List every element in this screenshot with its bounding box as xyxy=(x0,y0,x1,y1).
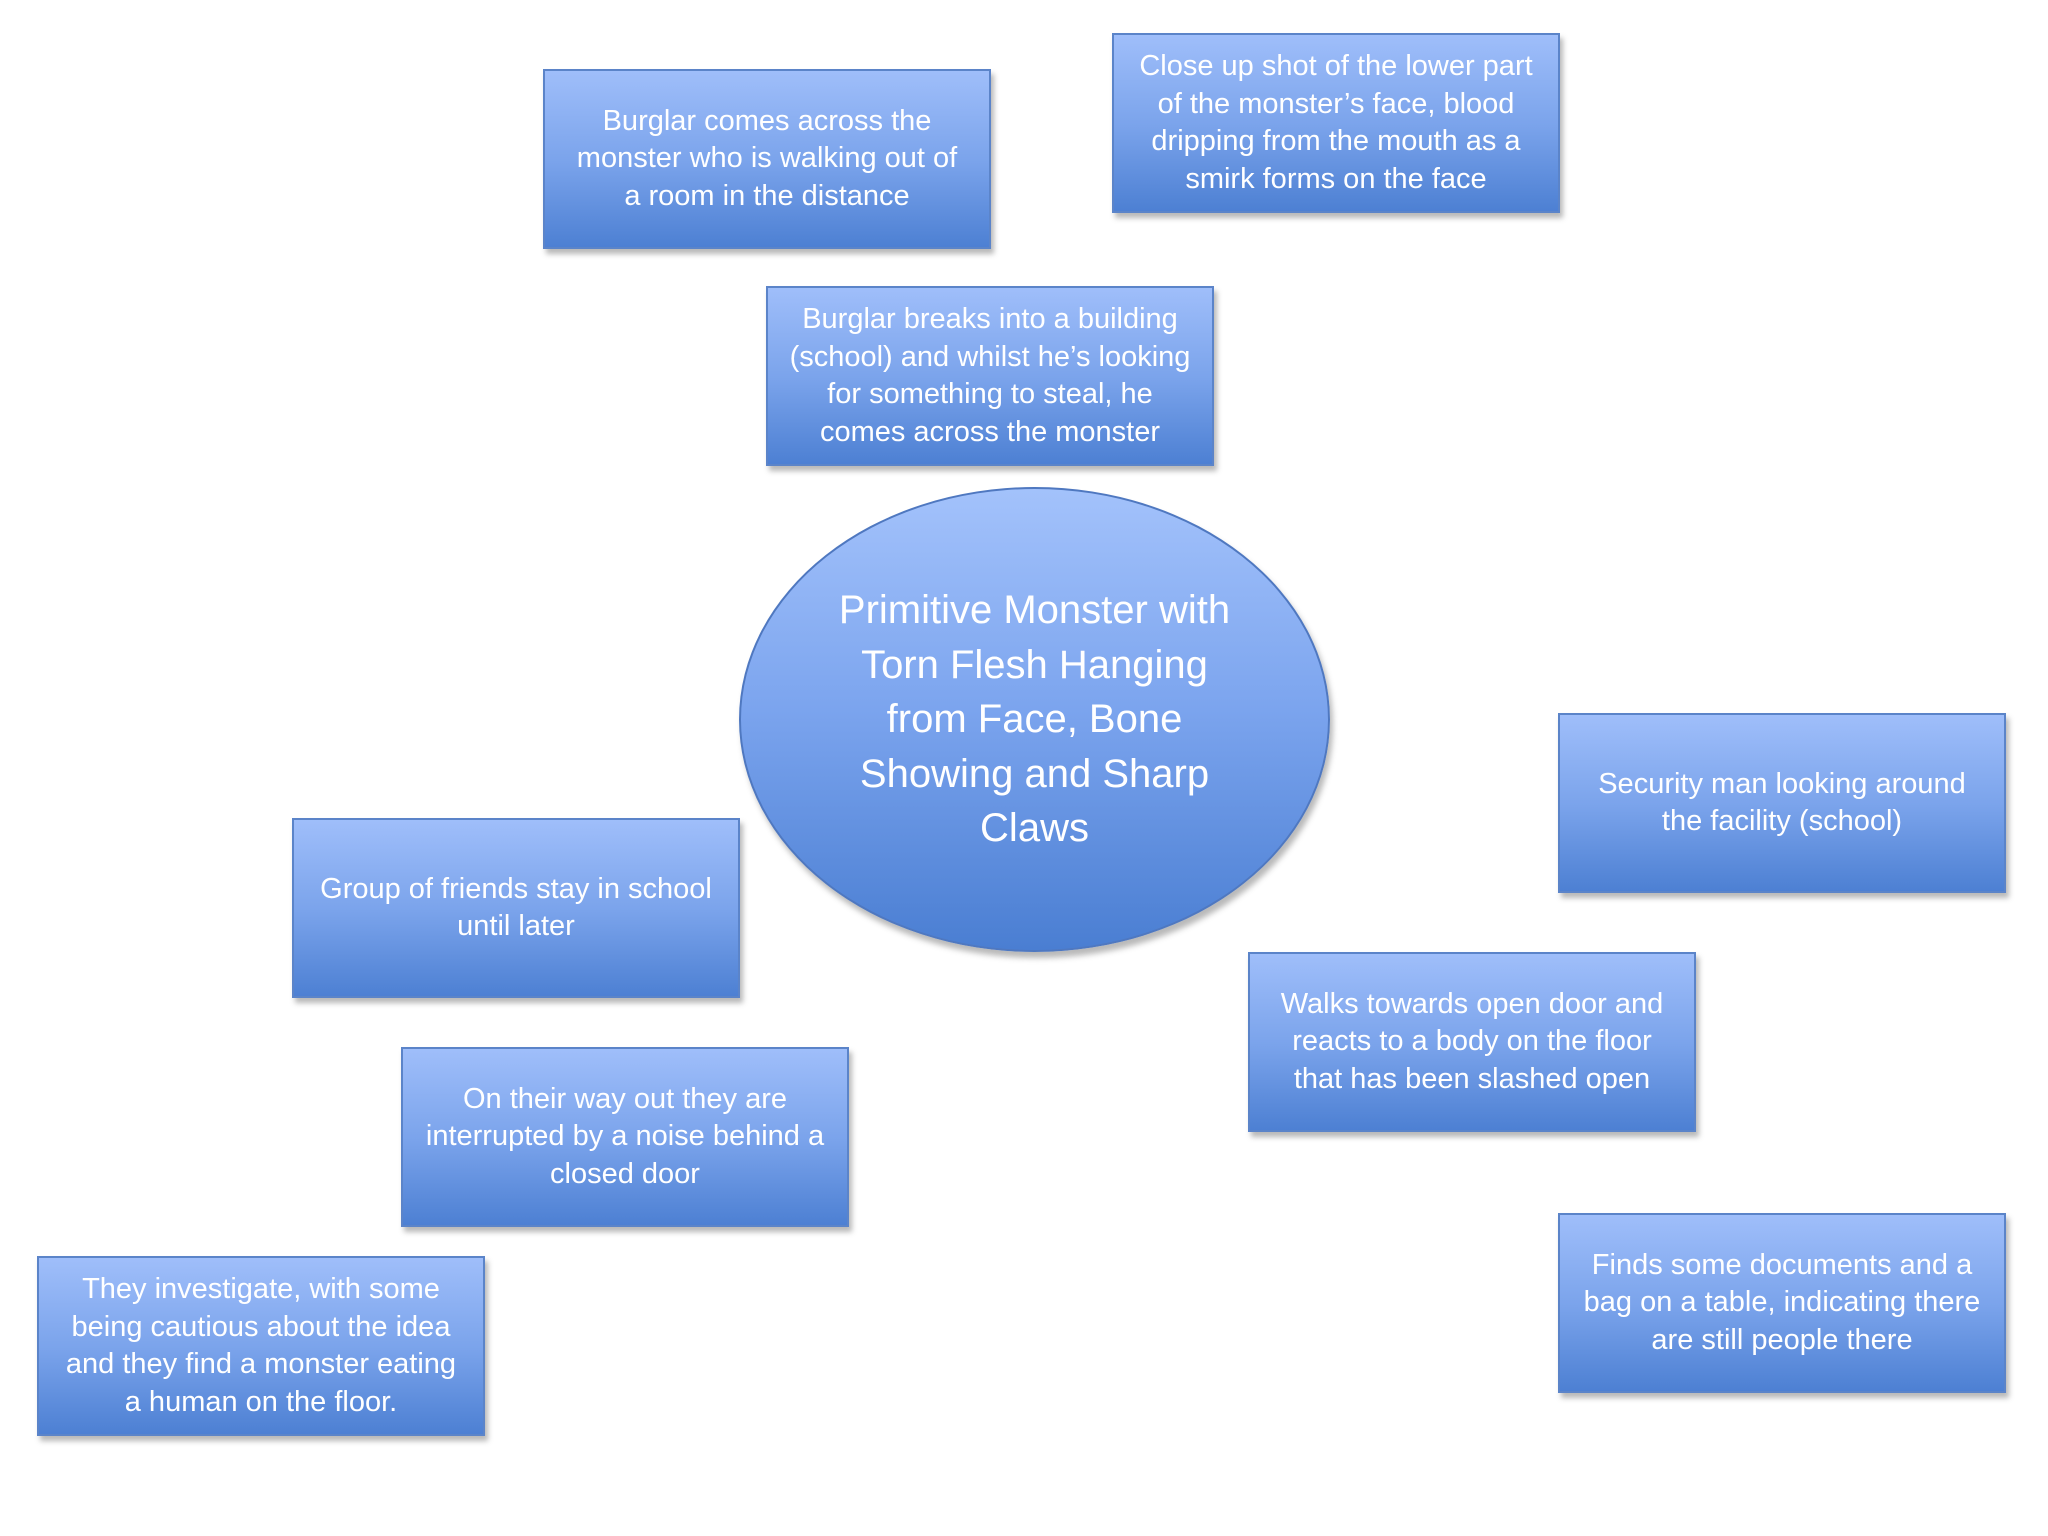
node-noise-behind-door: On their way out they are interrupted by… xyxy=(401,1047,849,1227)
node-burglar-breaks-in-text: Burglar breaks into a building (school) … xyxy=(789,303,1191,448)
node-burglar-breaks-in: Burglar breaks into a building (school) … xyxy=(766,286,1214,466)
node-close-up-shot-text: Close up shot of the lower part of the m… xyxy=(1139,50,1533,195)
node-investigate-monster: They investigate, with some being cautio… xyxy=(37,1256,485,1436)
node-investigate-monster-text: They investigate, with some being cautio… xyxy=(65,1273,457,1418)
node-documents-bag-text: Finds some documents and a bag on a tabl… xyxy=(1583,1248,1981,1356)
node-noise-behind-door-text: On their way out they are interrupted by… xyxy=(425,1082,825,1190)
node-security-man: Security man looking around the facility… xyxy=(1558,713,2006,893)
node-documents-bag: Finds some documents and a bag on a tabl… xyxy=(1558,1213,2006,1393)
node-security-man-text: Security man looking around the facility… xyxy=(1598,767,1966,838)
central-topic-oval: Primitive Monster with Torn Flesh Hangin… xyxy=(739,487,1330,952)
node-open-door: Walks towards open door and reacts to a … xyxy=(1248,952,1696,1132)
node-friends-stay: Group of friends stay in school until la… xyxy=(292,818,740,998)
node-friends-stay-text: Group of friends stay in school until la… xyxy=(320,872,712,943)
node-burglar-sees-monster: Burglar comes across the monster who is … xyxy=(543,69,991,249)
central-topic-label: Primitive Monster with Torn Flesh Hangin… xyxy=(838,588,1231,851)
node-close-up-shot: Close up shot of the lower part of the m… xyxy=(1112,33,1560,213)
node-burglar-sees-monster-text: Burglar comes across the monster who is … xyxy=(576,104,958,212)
node-open-door-text: Walks towards open door and reacts to a … xyxy=(1280,987,1664,1095)
